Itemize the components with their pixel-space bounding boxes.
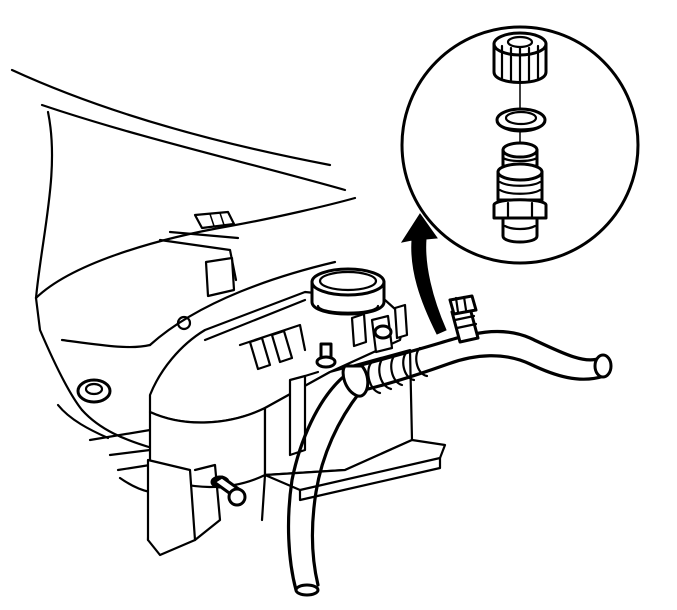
- fitting: [448, 294, 480, 344]
- reservoir-cap: [310, 267, 386, 316]
- o-ring: [495, 107, 547, 133]
- detail-callout: [400, 25, 640, 265]
- reservoir-fittings: [315, 303, 409, 369]
- coolant-hose: [286, 329, 613, 597]
- engine-cowl-panel: [10, 68, 357, 494]
- threaded-valve: [492, 141, 548, 244]
- curved-arrow: [400, 213, 447, 335]
- knurled-cap: [492, 31, 548, 84]
